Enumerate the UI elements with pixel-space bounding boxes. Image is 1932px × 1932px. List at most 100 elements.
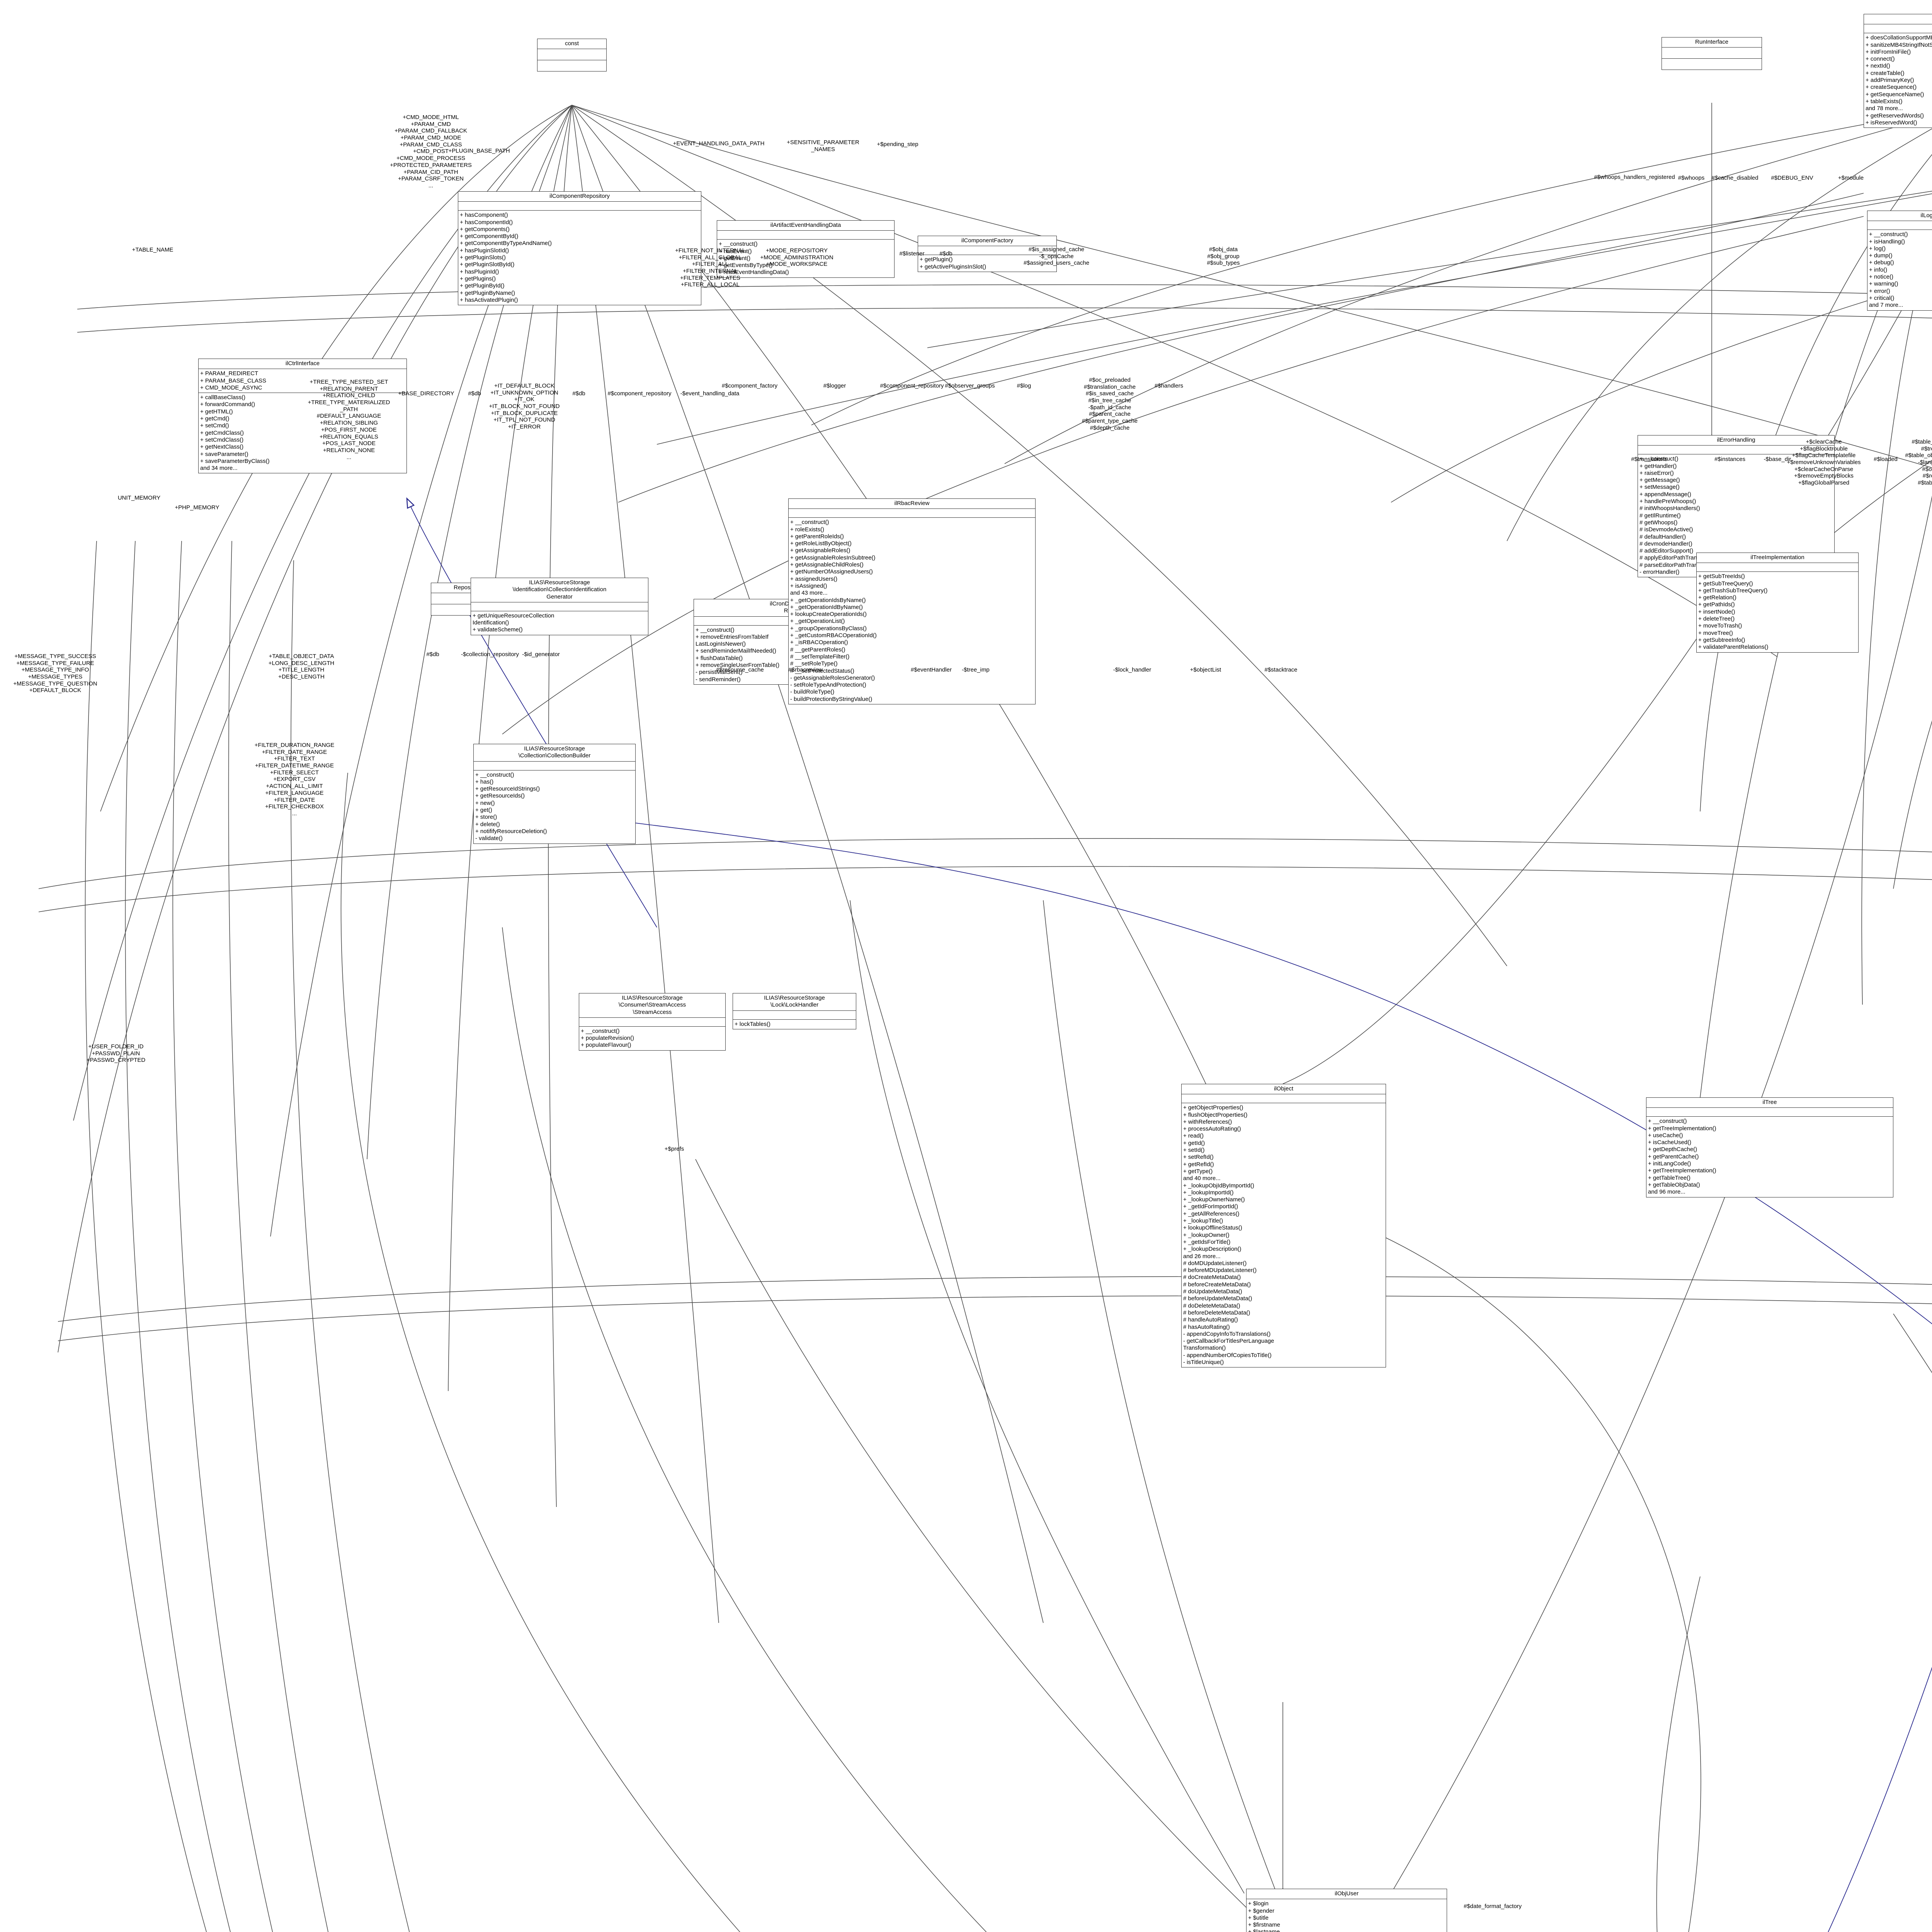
class-operations: + doesCollationSupportMB4Strings() + san… (1866, 34, 1932, 126)
class-name: ilComponentRepository (458, 192, 701, 202)
class-operations: + getPlugin() + getActivePluginsInSlot() (920, 256, 986, 270)
class-attributes (733, 1011, 856, 1020)
edge-label-lockhandler: -$lock_handler (1113, 667, 1151, 673)
class-name: ilErrorHandling (1638, 435, 1834, 446)
edge-label-isassignedcache: #$is_assigned_cache -$_opsCache #$assign… (1023, 246, 1090, 267)
edge-label-componentfactory: #$component_factory (721, 383, 778, 389)
edge-label-cachedisabled: #$cache_disabled (1711, 175, 1759, 181)
edge-label-componentrepo2: #$component_repository (880, 383, 944, 389)
edge-label-basedir: -$base_dir (1764, 456, 1791, 463)
uml-class-node-ilobject[interactable]: ilObject + getObjectProperties() + flushO… (1181, 1084, 1386, 1368)
edge-label-debugenv: #$DEBUG_ENV (1771, 175, 1813, 181)
edge-label-treetype: +TREE_TYPE_NESTED_SET +RELATION_PARENT +… (308, 379, 390, 461)
class-operations: + getObjectProperties() + flushObjectPro… (1183, 1104, 1274, 1366)
edge-label-usertypes: +USER_FOLDER_ID +PASSWD_PLAIN +PASSWD_CR… (86, 1043, 146, 1064)
edge-label-messagetypes: +MESSAGE_TYPE_SUCCESS +MESSAGE_TYPE_FAIL… (13, 653, 97, 694)
class-name: ILIAS\ResourceStorage \Consumer\StreamAc… (579, 993, 725, 1018)
class-name: ILIAS\ResourceStorage \Identification\Co… (471, 578, 648, 602)
uml-class-node-runinterface[interactable]: RunInterface (1662, 37, 1762, 70)
edge-label-handlers: #$handlers (1154, 383, 1184, 389)
uml-class-node-collectionidentificationgenerator[interactable]: ILIAS\ResourceStorage \Identification\Co… (471, 578, 648, 635)
uml-class-node-ildbinterface[interactable]: ilDBInterface + doesCollationSupportMB4St… (1864, 14, 1932, 128)
edge-label-eventhandl: -$event_handling_data (680, 390, 740, 397)
class-name: ilTree (1646, 1098, 1893, 1108)
class-operations: + hasComponent() + hasComponentId() + ge… (460, 212, 552, 303)
uml-class-node-ilobjuser[interactable]: ilObjUser+ $login + $gender + $utitle + … (1246, 1889, 1447, 1932)
edge-label-module: +$module (1838, 175, 1864, 181)
uml-class-node-lockhandler[interactable]: ILIAS\ResourceStorage \Lock\LockHandler +… (733, 993, 856, 1029)
class-operations: + lockTables() (735, 1020, 770, 1027)
class-attributes (579, 1018, 725, 1027)
edge-label-db2: #$db (572, 390, 585, 397)
edge-label-idgenerator: -$id_generator (522, 651, 560, 658)
class-attributes (474, 762, 635, 770)
class-attributes (1864, 24, 1932, 34)
class-name: const (537, 39, 606, 49)
class-name: ilLogger (1867, 211, 1932, 221)
edge-label-tablename: +TABLE_NAME (132, 247, 173, 253)
edge-label-db1: #$db (468, 390, 481, 397)
edge-label-basedirectory: +BASE_DIRECTORY (398, 390, 454, 397)
class-operations: + __construct() + isHandling() + log() +… (1869, 231, 1908, 309)
edge-label-loaded: #$loaded (1874, 456, 1898, 463)
class-operations: + __construct() + getHandler() + raiseEr… (1639, 456, 1721, 576)
edge-label-stacktrace: #$stacktrace (1264, 667, 1298, 673)
class-operations: + __construct() + hasEvent() + getEvent(… (719, 241, 789, 276)
class-attributes: + $login + $gender + $utitle + $firstnam… (1247, 1899, 1447, 1932)
class-name: RunInterface (1662, 37, 1762, 48)
edge-label-itdefaultblock: +IT_DEFAULT_BLOCK +IT_UNKNOWN_OPTION +IT… (489, 383, 560, 430)
uml-class-node-iltreeimplementation[interactable]: ilTreeImplementation + getSubTreeIds() + … (1696, 553, 1859, 653)
uml-class-node-iltree[interactable]: ilTree+ __construct() + getTreeImplement… (1646, 1097, 1893, 1197)
uml-class-node-ilrbacreview[interactable]: ilRbacReview+ __construct() + roleExists… (788, 498, 1036, 705)
class-operations: + callBaseClass() + forwardCommand() + g… (200, 394, 270, 472)
class-attributes (1697, 563, 1858, 572)
edge-label-eventhandlingdatatable: +EVENT_HANDLING_DATA_PATH (673, 140, 765, 147)
class-operations (537, 60, 606, 71)
edge-label-moderepository: +MODE_REPOSITORY +MODE_ADMINISTRATION +M… (760, 247, 833, 268)
uml-class-node-ilartifacteventhandlingdata[interactable]: ilArtifactEventHandlingData+ __construct… (717, 220, 895, 278)
class-operations: + getSubTreeIds() + getSubTreeQuery() + … (1698, 573, 1769, 651)
edge-label-phpmemory: +PHP_MEMORY (175, 504, 219, 511)
class-operations: + __construct() + populateRevision() + p… (581, 1027, 634, 1049)
edge-label-logger1: #$logger (823, 383, 846, 389)
edge-label-treeimp: -$tree_imp (962, 667, 990, 673)
edge-label-instances: #$instances (1714, 456, 1746, 463)
uml-class-node-ilctrlinterface[interactable]: ilCtrlInterface+ PARAM_REDIRECT + PARAM_… (198, 359, 407, 474)
uml-class-node-ilcomponentrepository[interactable]: ilComponentRepository + hasComponent() + … (458, 191, 701, 306)
edge-label-objdata: #$obj_data #$obj_group #$sub_types (1207, 246, 1240, 267)
edge-label-prefs: +$prefs (664, 1146, 684, 1152)
class-name: ILIAS\ResourceStorage \Lock\LockHandler (733, 993, 856, 1011)
class-operations: + __construct() + removeEntriesFromTable… (696, 626, 780, 683)
edge-label-cmdmode: +CMD_MODE_HTML +PARAM_CMD +PARAM_CMD_FAL… (390, 114, 472, 189)
uml-class-node-illogger[interactable]: ilLogger + __construct() + isHandling() +… (1867, 211, 1932, 311)
edge-label-filterduration: +FILTER_DURATION_RANGE +FILTER_DATE_RANG… (254, 742, 335, 817)
class-attributes (537, 49, 606, 61)
uml-class-node-ilcomponentfactory[interactable]: ilComponentFactory+ getPlugin() + getAct… (918, 236, 1057, 272)
class-operations: + getUniqueResourceCollection Identifica… (473, 612, 554, 633)
class-name: ilTreeImplementation (1697, 553, 1858, 563)
class-name: ilDBInterface (1864, 14, 1932, 25)
class-attributes (1182, 1094, 1386, 1104)
edge-label-unitmemory: UNIT_MEMORY (117, 495, 161, 501)
class-attributes (1662, 48, 1762, 59)
edge-label-db3: #$db (939, 250, 952, 257)
edge-label-tableobjectdata: +TABLE_OBJECT_DATA +LONG_DESC_LENGTH +TI… (268, 653, 335, 680)
edge-label-dateformatfactory: #$date_format_factory (1463, 1903, 1522, 1910)
uml-class-node-const[interactable]: const (537, 39, 607, 72)
uml-class-node-streamaccess[interactable]: ILIAS\ResourceStorage \Consumer\StreamAc… (579, 993, 726, 1051)
edge-label-componentrepo: #$component_repository (607, 390, 672, 397)
edge-label-db4: #$db (426, 651, 439, 658)
class-name: ILIAS\ResourceStorage \Collection\Collec… (474, 744, 635, 762)
class-attributes (431, 593, 504, 605)
class-attributes (458, 202, 701, 211)
edge-label-translations: #$translations (1631, 456, 1667, 463)
class-attributes (471, 602, 648, 611)
edge-label-observergroups: #$observer_groups (945, 383, 995, 389)
edge-label-ocpreloaded: #$oc_preloaded #$translation_cache #$is_… (1082, 377, 1138, 431)
edge-label-log: #$log (1017, 383, 1031, 389)
class-name: ilObject (1182, 1084, 1386, 1095)
uml-class-node-collectionbuilder[interactable]: ILIAS\ResourceStorage \Collection\Collec… (473, 744, 636, 844)
class-attributes (918, 246, 1056, 255)
edge-label-listener: #$listener (899, 250, 925, 257)
class-attributes (1638, 446, 1834, 455)
